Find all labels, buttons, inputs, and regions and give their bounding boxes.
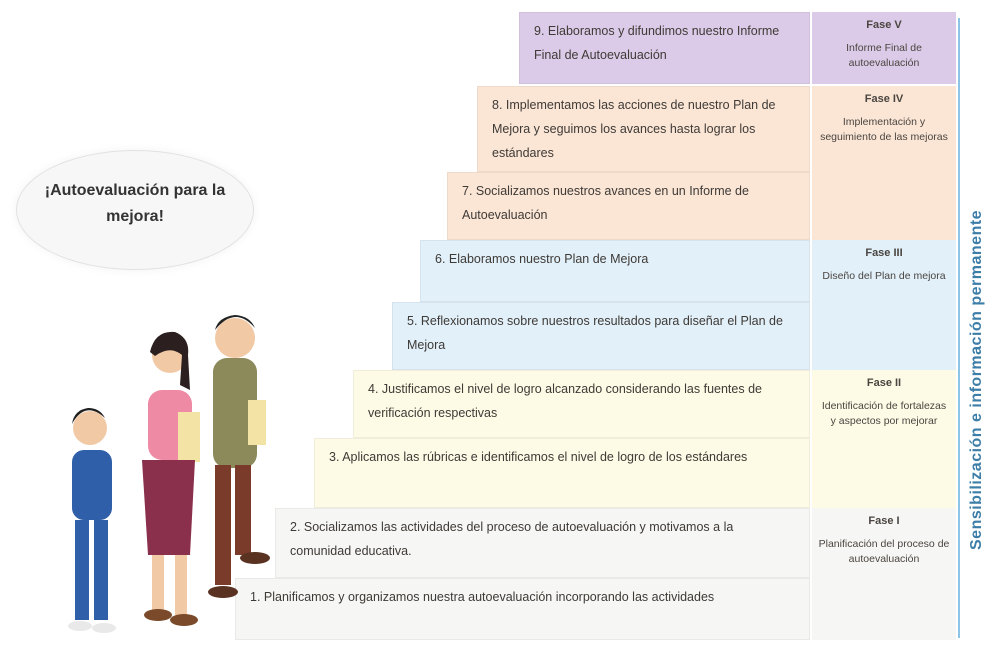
woman-figure	[142, 331, 200, 626]
step-3-text: 3. Aplicamos las rúbricas e identificamo…	[329, 450, 748, 464]
step-2: 2. Socializamos las actividades del proc…	[275, 508, 810, 578]
step-4: 4. Justificamos el nivel de logro alcanz…	[353, 370, 810, 438]
side-label: Sensibilización e información permanente	[968, 209, 985, 550]
phase-1-title: Fase I	[868, 515, 900, 527]
phase-5-title: Fase V	[866, 19, 902, 31]
side-divider	[958, 18, 960, 638]
step-5: 5. Reflexionamos sobre nuestros resultad…	[392, 302, 810, 370]
phase-5-desc: Informe Final de autoevaluación	[846, 42, 922, 69]
step-7-text: 7. Socializamos nuestros avances en un I…	[462, 184, 749, 222]
phase-4: Fase IV Implementación y seguimiento de …	[812, 86, 956, 240]
phase-3: Fase III Diseño del Plan de mejora	[812, 240, 956, 370]
phase-3-title: Fase III	[865, 247, 903, 259]
phase-2-title: Fase II	[866, 377, 902, 389]
phase-3-desc: Diseño del Plan de mejora	[822, 270, 946, 282]
speech-bubble	[16, 150, 254, 270]
step-7: 7. Socializamos nuestros avances en un I…	[447, 172, 810, 240]
step-4-text: 4. Justificamos el nivel de logro alcanz…	[368, 382, 762, 420]
step-6: 6. Elaboramos nuestro Plan de Mejora	[420, 240, 810, 302]
phase-2-desc: Identificación de fortalezas y aspectos …	[821, 400, 947, 427]
step-6-text: 6. Elaboramos nuestro Plan de Mejora	[435, 252, 649, 266]
step-3: 3. Aplicamos las rúbricas e identificamo…	[314, 438, 810, 508]
man-figure	[208, 315, 270, 598]
phase-4-title: Fase IV	[864, 93, 904, 105]
phase-4-desc: Implementación y seguimiento de las mejo…	[820, 116, 948, 143]
step-9-text: 9. Elaboramos y difundimos nuestro Infor…	[534, 24, 780, 62]
step-1-text: 1. Planificamos y organizamos nuestra au…	[250, 590, 715, 604]
step-5-text: 5. Reflexionamos sobre nuestros resultad…	[407, 314, 783, 352]
step-2-text: 2. Socializamos las actividades del proc…	[290, 520, 734, 558]
people-illustration	[68, 315, 270, 633]
phase-1: Fase I Planificación del proceso de auto…	[812, 508, 956, 640]
phase-2: Fase II Identificación de fortalezas y a…	[812, 370, 956, 508]
step-9: 9. Elaboramos y difundimos nuestro Infor…	[519, 12, 810, 84]
step-1: 1. Planificamos y organizamos nuestra au…	[235, 578, 810, 640]
boy-figure	[68, 408, 116, 633]
step-8: 8. Implementamos las acciones de nuestro…	[477, 86, 810, 172]
step-8-text: 8. Implementamos las acciones de nuestro…	[492, 98, 776, 160]
phase-5: Fase V Informe Final de autoevaluación	[812, 12, 956, 84]
speech-bubble-text: ¡Autoevaluación para la mejora!	[44, 182, 226, 225]
phase-1-desc: Planificación del proceso de autoevaluac…	[818, 538, 950, 565]
